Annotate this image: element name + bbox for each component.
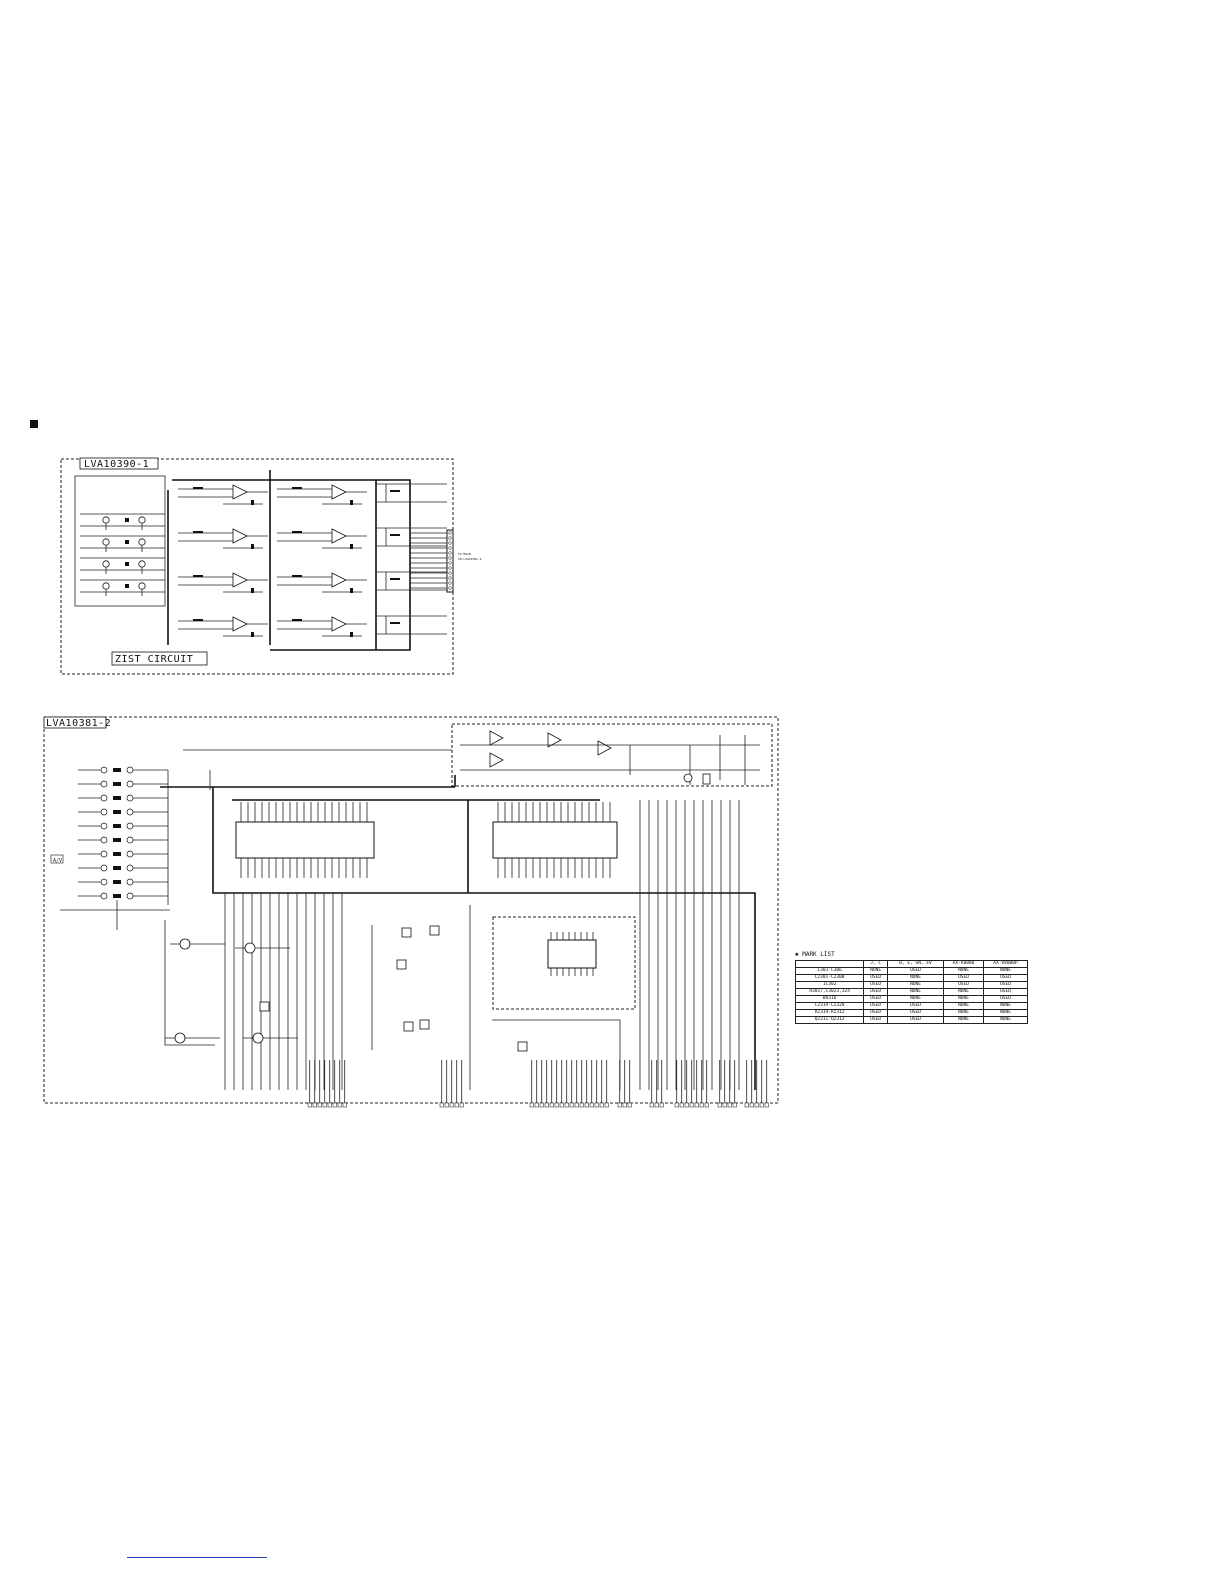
table-cell: NONE xyxy=(943,1016,984,1024)
table-cell: NONE xyxy=(982,1009,1029,1017)
table-cell: R2319-R2312 xyxy=(794,1009,865,1017)
table-cell: NONE xyxy=(943,995,984,1003)
table-cell: USED xyxy=(886,967,945,975)
table-cell: Q2311-Q2312 xyxy=(794,1016,865,1024)
table-cell: USED xyxy=(943,974,984,982)
table-cell: USED xyxy=(886,1016,945,1024)
mark-list-header-row: J, C B, E, GN, EV AX-V8000 AX-V8000P xyxy=(794,960,1029,968)
table-cell: USED xyxy=(982,974,1029,982)
mark-list-title: ✱ MARK LIST xyxy=(795,951,835,958)
table-cell: W4316 xyxy=(794,995,865,1003)
table-cell: USED xyxy=(943,981,984,989)
table-cell: USED xyxy=(863,1002,888,1010)
board-lva10390-1: LVA10390-1 TO MAIN CN LVA10381-2 ZIST CI… xyxy=(60,457,482,675)
mark-list-header-cell: AX-V8000 xyxy=(943,960,984,968)
table-cell: C2301-C2308 xyxy=(794,974,865,982)
mark-list-header-cell: J, C xyxy=(863,960,888,968)
table-cell: NONE xyxy=(943,1002,984,1010)
table-cell: C301-C306 xyxy=(794,967,865,975)
board2-title: LVA10381-2 xyxy=(46,718,111,729)
table-cell: USED xyxy=(863,988,888,996)
table-cell: NONE xyxy=(886,988,945,996)
bottom-rule xyxy=(127,1557,267,1558)
mark-list-table: J, C B, E, GN, EV AX-V8000 AX-V8000P C30… xyxy=(794,960,1029,1024)
section-bullet-icon xyxy=(30,420,38,428)
table-cell: NONE xyxy=(943,967,984,975)
table-cell: NONE xyxy=(982,1016,1029,1024)
svg-text:TO MAIN: TO MAIN xyxy=(458,552,471,556)
mark-list-header-cell xyxy=(794,960,865,968)
table-cell: USED xyxy=(863,1016,888,1024)
table-cell: USED xyxy=(863,974,888,982)
table-cell: USED xyxy=(982,988,1029,996)
board-lva10381-2: LVA10381-2 A/V xyxy=(43,716,779,1108)
table-cell: USED xyxy=(982,995,1029,1003)
table-cell: NONE xyxy=(943,1009,984,1017)
table-cell: NONE xyxy=(886,981,945,989)
table-cell: NONE xyxy=(982,967,1029,975)
table-cell: NONE xyxy=(886,995,945,1003)
table-cell: USED xyxy=(886,1009,945,1017)
table-cell: NONE xyxy=(886,974,945,982)
table-cell: USED xyxy=(982,981,1029,989)
mark-list-header-cell: AX-V8000P xyxy=(982,960,1029,968)
table-cell: NONE xyxy=(943,988,984,996)
table-cell: USED xyxy=(863,981,888,989)
table-cell: IC302 xyxy=(794,981,865,989)
table-cell: C2319-C2320 xyxy=(794,1002,865,1010)
table-cell: USED xyxy=(863,1009,888,1017)
table-cell: NONE xyxy=(863,967,888,975)
av-logo-icon: A/V xyxy=(53,858,62,864)
board1-title: LVA10390-1 xyxy=(84,459,149,470)
mark-list: ✱ MARK LIST J, C B, E, GN, EV AX-V8000 A… xyxy=(794,951,1029,1024)
svg-text:CN LVA10381-2: CN LVA10381-2 xyxy=(458,557,482,561)
table-cell: R3017,C3023,324 xyxy=(794,988,865,996)
table-cell: NONE xyxy=(982,1002,1029,1010)
zist-circuit-label: ZIST CIRCUIT xyxy=(115,654,193,665)
mark-list-header-cell: B, E, GN, EV xyxy=(886,960,945,968)
table-cell: USED xyxy=(886,1002,945,1010)
table-cell: USED xyxy=(863,995,888,1003)
